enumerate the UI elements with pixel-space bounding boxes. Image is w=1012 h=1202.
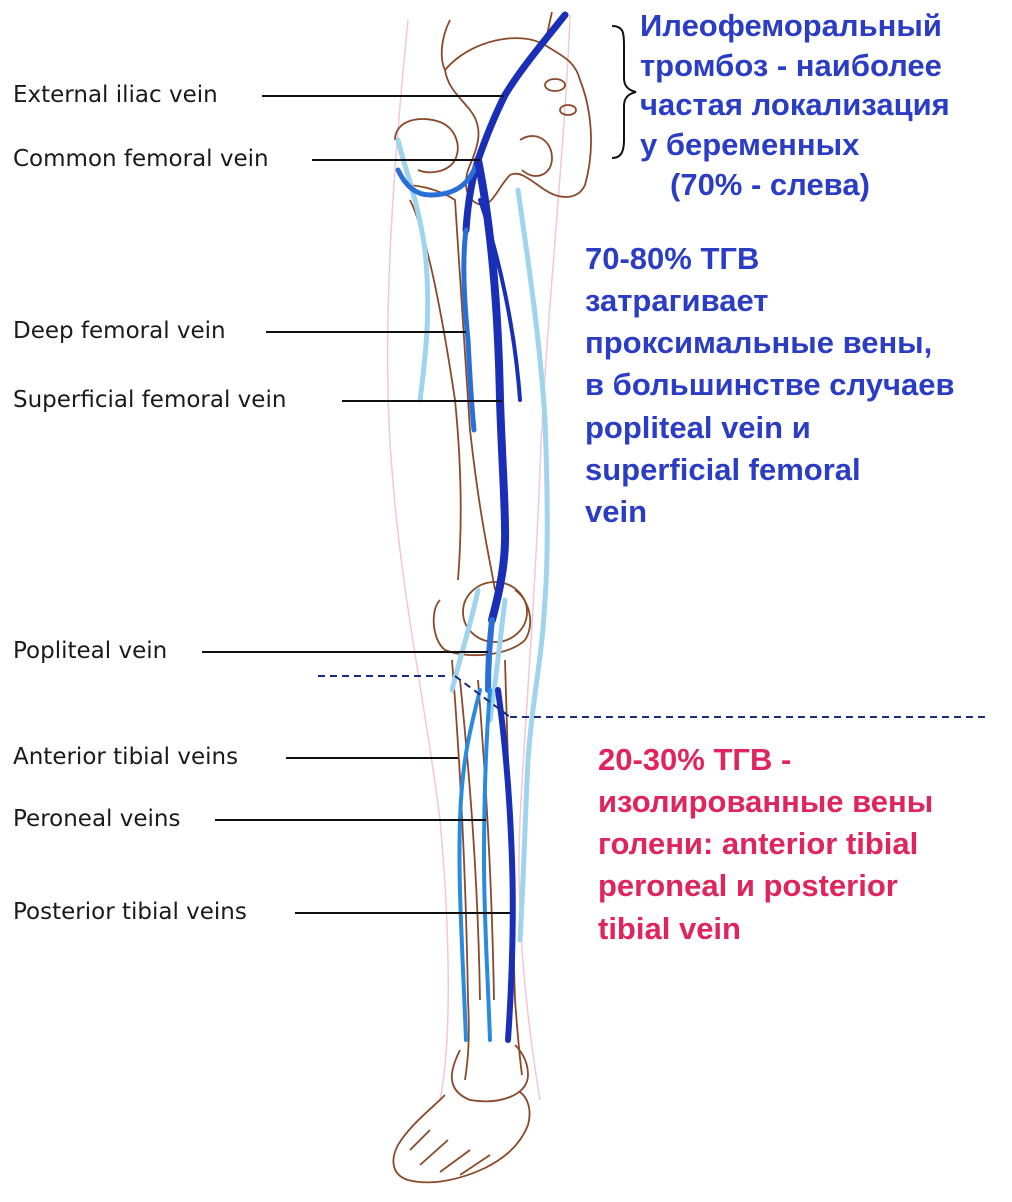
note-iliofemoral-line: (70% - слева) <box>670 166 870 202</box>
note-iliofemoral-line: у беременных <box>640 127 860 163</box>
note-distal-line: peroneal и posterior <box>598 868 898 904</box>
deep-veins <box>395 11 569 1043</box>
anterior-tibial-vein-path <box>457 688 482 1042</box>
note-iliofemoral-line: частая локализация <box>640 87 950 123</box>
deep-femoral-vein-path <box>461 227 477 433</box>
peroneal-vein-path <box>481 688 492 1042</box>
note-proximal-line: superficial femoral <box>585 451 861 487</box>
note-iliofemoral-line: тромбоз - наиболее <box>640 47 942 83</box>
note-proximal-line: popliteal vein и <box>585 409 811 445</box>
pelvis-bone <box>444 37 592 206</box>
bones <box>392 11 592 1184</box>
skin-outline <box>386 14 571 1101</box>
leader-lines <box>202 95 510 914</box>
note-proximal-line: 70-80% ТГВ <box>585 241 760 276</box>
patella <box>462 581 528 643</box>
fibula-bone <box>459 679 481 1001</box>
superficial-femoral-vein-path <box>474 156 510 624</box>
note-distal-line: голени: anterior tibial <box>598 826 919 862</box>
note-iliofemoral-line: Илеофеморальный <box>640 8 942 43</box>
note-proximal-line: в большинстве случаев <box>585 367 955 403</box>
posterior-tibial-vein-path <box>495 687 516 1043</box>
label-posterior-tibial-veins: Posterior tibial veins <box>13 899 247 925</box>
label-deep-femoral-vein: Deep femoral vein <box>13 318 226 344</box>
femur-bone <box>404 184 496 591</box>
foot-bones <box>392 1091 531 1184</box>
label-peroneal-veins: Peroneal veins <box>13 806 181 832</box>
label-external-iliac-vein: External iliac vein <box>13 82 218 108</box>
note-distal-line: tibial vein <box>598 910 741 946</box>
note-proximal-line: проксимальные вены, <box>585 325 933 361</box>
note-iliofemoral: Илеофеморальный тромбоз - наиболее часта… <box>640 6 950 204</box>
ankle <box>450 1044 529 1103</box>
note-proximal-line: затрагивает <box>585 283 769 319</box>
external-iliac-vein-path <box>474 11 569 164</box>
note-distal-line: изолированные вены <box>598 784 934 820</box>
superficial-veins <box>395 137 550 943</box>
label-anterior-tibial-veins: Anterior tibial veins <box>13 744 239 770</box>
popliteal-vein-path <box>485 617 495 693</box>
tibia-bone <box>451 659 470 1081</box>
femoral-head <box>394 118 459 174</box>
label-common-femoral-vein: Common femoral vein <box>13 146 269 172</box>
curly-brace <box>611 25 637 159</box>
knee-joint <box>432 589 532 657</box>
note-proximal-dvt: 70-80% ТГВ затрагивает проксимальные вен… <box>585 238 955 533</box>
note-distal-dvt: 20-30% ТГВ - изолированные вены голени: … <box>598 739 933 950</box>
label-superficial-femoral-vein: Superficial femoral vein <box>13 387 287 413</box>
division-lines <box>318 675 988 718</box>
label-popliteal-vein: Popliteal vein <box>13 638 168 664</box>
note-proximal-line: vein <box>585 493 648 529</box>
note-distal-line: 20-30% ТГВ - <box>598 742 792 777</box>
